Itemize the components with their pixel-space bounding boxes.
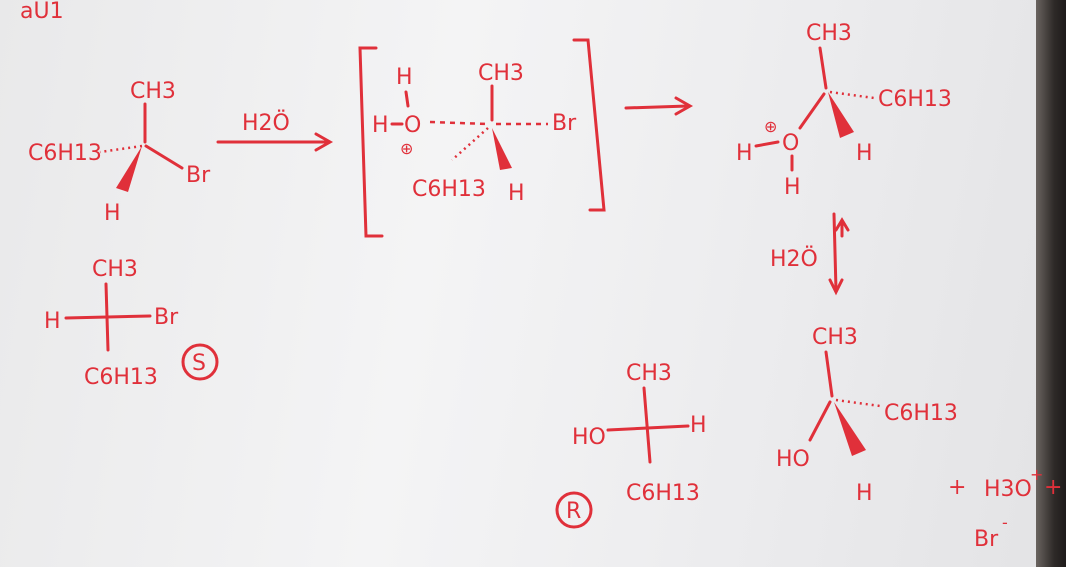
fischer-r: CH3 HO H C6H13 R [555,361,707,529]
oxonium-c6h13: C6H13 [878,87,952,112]
reactant-ch3: CH3 [130,79,176,104]
ts-h-top: H [396,65,413,90]
fischer-r-ho: HO [572,425,606,450]
oxonium-intermediate: CH3 C6H13 H ⊕ O H H [736,21,952,200]
ts-charge: ⊕ [400,139,413,158]
top-label: aU1 [20,0,64,24]
hydronium-charge: + [1030,465,1043,484]
fischer-r-c6h13: C6H13 [626,481,700,506]
reactant-hash-bond [99,144,143,154]
oxonium-h: H [856,141,873,166]
fischer-s: CH3 H Br C6H13 S [44,257,219,390]
product-ch3: CH3 [812,325,858,350]
reagent-label: H2Ö [242,110,290,136]
reactant-h: H [104,201,121,226]
product-wedge [834,402,866,456]
reaction-arrow-1: H2Ö [216,110,334,152]
plus-1: + [948,475,966,500]
fischer-s-br: Br [154,305,179,330]
plus-2: + [1044,475,1062,500]
ts-c6h13: C6H13 [412,177,486,202]
equilibrium-label: H2Ö [770,246,818,272]
oxonium-h-left: H [736,141,753,166]
ts-wedge [492,128,512,170]
fischer-r-ch3: CH3 [626,361,672,386]
config-r-circle [555,491,593,529]
product-c6h13: C6H13 [884,401,958,426]
reactant-wedge [116,146,142,192]
product-ho: HO [776,447,810,472]
background-edge [1036,0,1066,567]
byproducts: + H3O + + Br - [948,465,1062,552]
equilibrium-arrows: H2Ö [770,212,850,296]
reactant-br: Br [186,163,211,188]
config-r: R [566,499,581,524]
product-structure: CH3 C6H13 HO H [776,325,958,506]
left-bracket [358,46,384,238]
oxonium-charge: ⊕ [764,117,777,136]
fischer-s-ch3: CH3 [92,257,138,282]
transition-state: H H O ⊕ CH3 Br C6H13 H [358,38,606,238]
fischer-r-h: H [690,413,707,438]
oxonium-ch3: CH3 [806,21,852,46]
config-s: S [192,351,206,376]
right-bracket [572,38,606,212]
reactant-structure: CH3 C6H13 Br H [28,79,211,226]
oxonium-wedge [828,92,854,138]
hydronium: H3O [984,477,1032,502]
reaction-arrow-2 [624,96,694,116]
ts-partial-bond-o [429,120,489,126]
reactant-bond-right [144,144,184,170]
fischer-s-c6h13: C6H13 [84,365,158,390]
reactant-c6h13: C6H13 [28,141,102,166]
ts-h-bottom: H [508,181,525,206]
product-h: H [856,481,873,506]
bromide-charge: - [1002,513,1008,532]
fischer-s-h: H [44,309,61,334]
oxonium-h-bottom: H [784,175,801,200]
ts-ch3: CH3 [478,61,524,86]
oxonium-oxygen: O [782,131,799,156]
bromide: Br [974,527,999,552]
ts-oxygen: O [404,113,421,138]
ts-h-left: H [372,113,389,138]
ts-br: Br [552,111,577,136]
config-s-circle [181,343,219,381]
